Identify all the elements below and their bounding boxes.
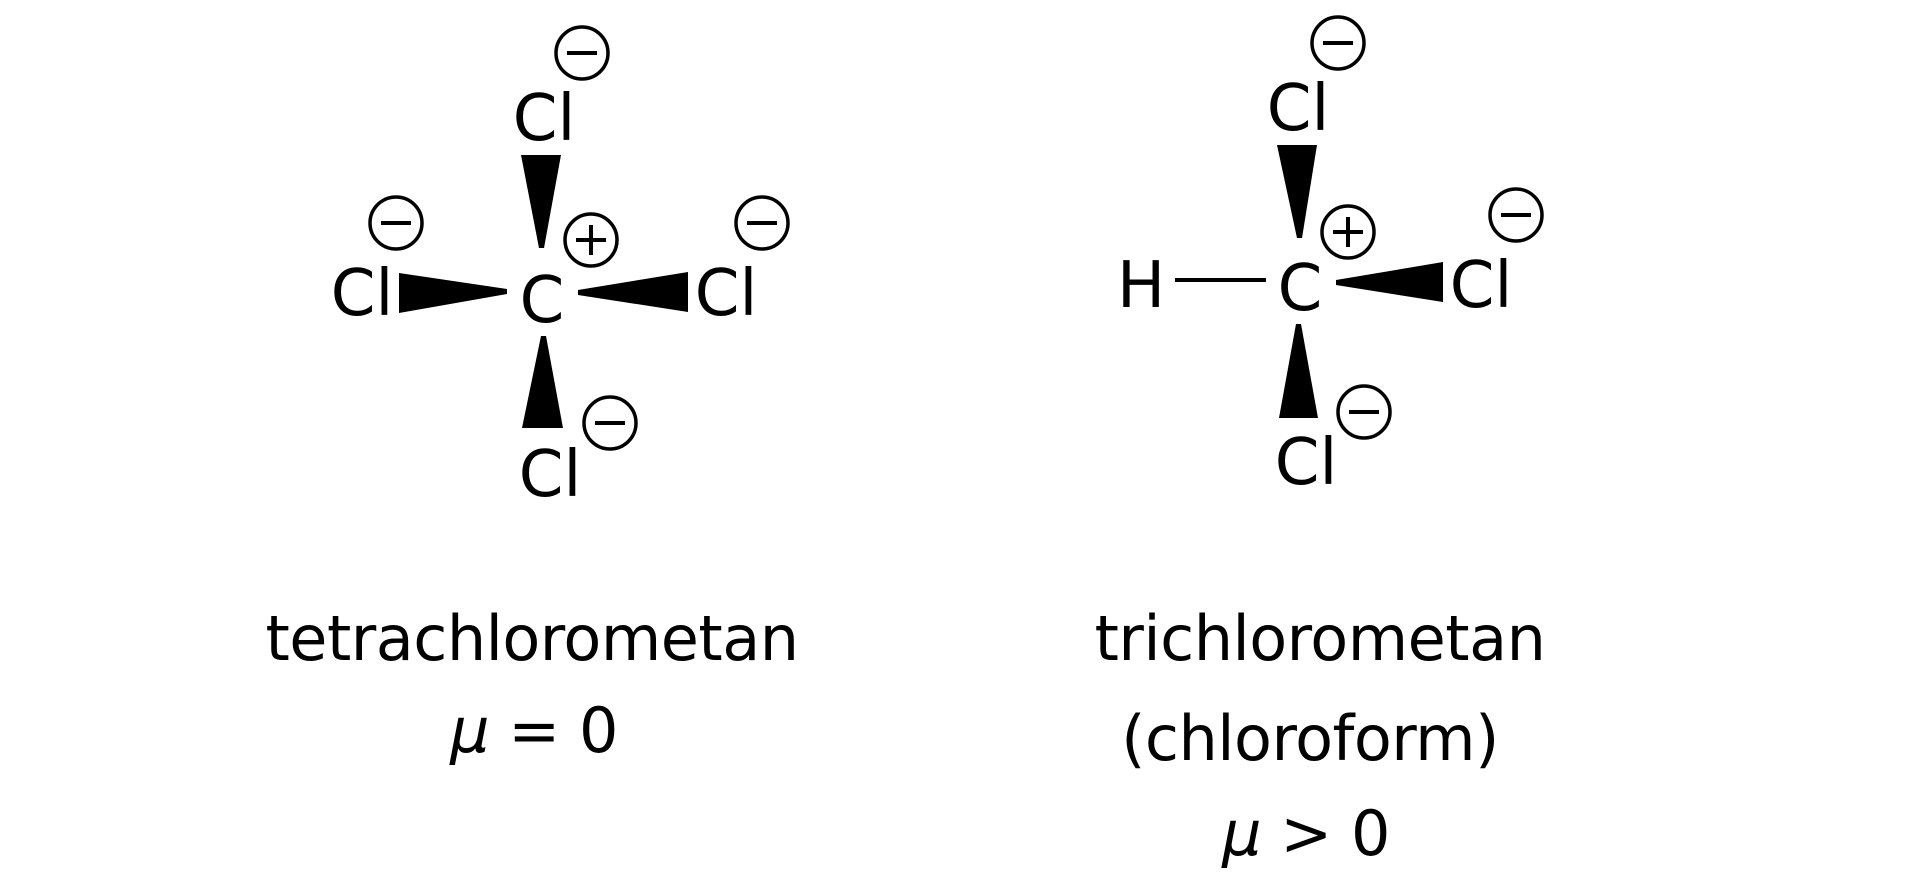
wedge-bond-top xyxy=(1277,145,1317,238)
carbon-atom: C xyxy=(1278,252,1323,326)
chlorine-atom-right: Cl xyxy=(695,257,757,331)
dipole-value: > 0 xyxy=(1280,797,1390,870)
chlorine-atom-bottom: Cl xyxy=(1275,426,1337,500)
chlorine-atom-bottom: Cl xyxy=(519,438,581,512)
common-name-chloroform: (chloroform) xyxy=(1121,702,1499,775)
chlorine-atom-left: Cl xyxy=(331,257,393,331)
negative-charge-icon xyxy=(1488,187,1544,243)
negative-charge-icon xyxy=(582,395,638,451)
wedge-bond-left xyxy=(399,273,507,313)
dipole-value: = 0 xyxy=(508,694,618,767)
negative-charge-icon xyxy=(554,25,610,81)
wedge-bond-right xyxy=(578,272,688,312)
chlorine-atom-top: Cl xyxy=(513,82,575,156)
positive-charge-icon xyxy=(1320,204,1376,260)
negative-charge-icon xyxy=(1336,384,1392,440)
hydrogen-atom: H xyxy=(1117,249,1165,323)
carbon-atom: C xyxy=(520,264,565,338)
dipole-symbol: μ xyxy=(1222,797,1262,870)
wedge-bond-right xyxy=(1336,262,1443,302)
wedge-bond-bottom xyxy=(522,336,563,428)
positive-charge-icon xyxy=(563,212,619,268)
molecule-tetrachloromethane: C Cl Cl Cl Cl xyxy=(331,25,790,512)
dipole-symbol: μ xyxy=(450,694,490,767)
dipole-moment-tetrachloromethane: μ = 0 xyxy=(450,700,618,762)
wedge-bond-top xyxy=(521,155,561,248)
negative-charge-icon xyxy=(734,195,790,251)
molecule-trichloromethane: C H Cl Cl Cl xyxy=(1117,15,1544,500)
dipole-moment-trichloromethane: μ > 0 xyxy=(1222,803,1390,865)
chlorine-atom-top: Cl xyxy=(1267,72,1329,146)
negative-charge-icon xyxy=(1310,15,1366,71)
molecule-name-tetrachloromethane: tetrachlorometan xyxy=(265,602,800,675)
molecule-name-trichloromethane: trichlorometan xyxy=(1094,602,1546,675)
negative-charge-icon xyxy=(368,195,424,251)
chlorine-atom-right: Cl xyxy=(1450,249,1512,323)
wedge-bond-bottom xyxy=(1279,324,1318,418)
